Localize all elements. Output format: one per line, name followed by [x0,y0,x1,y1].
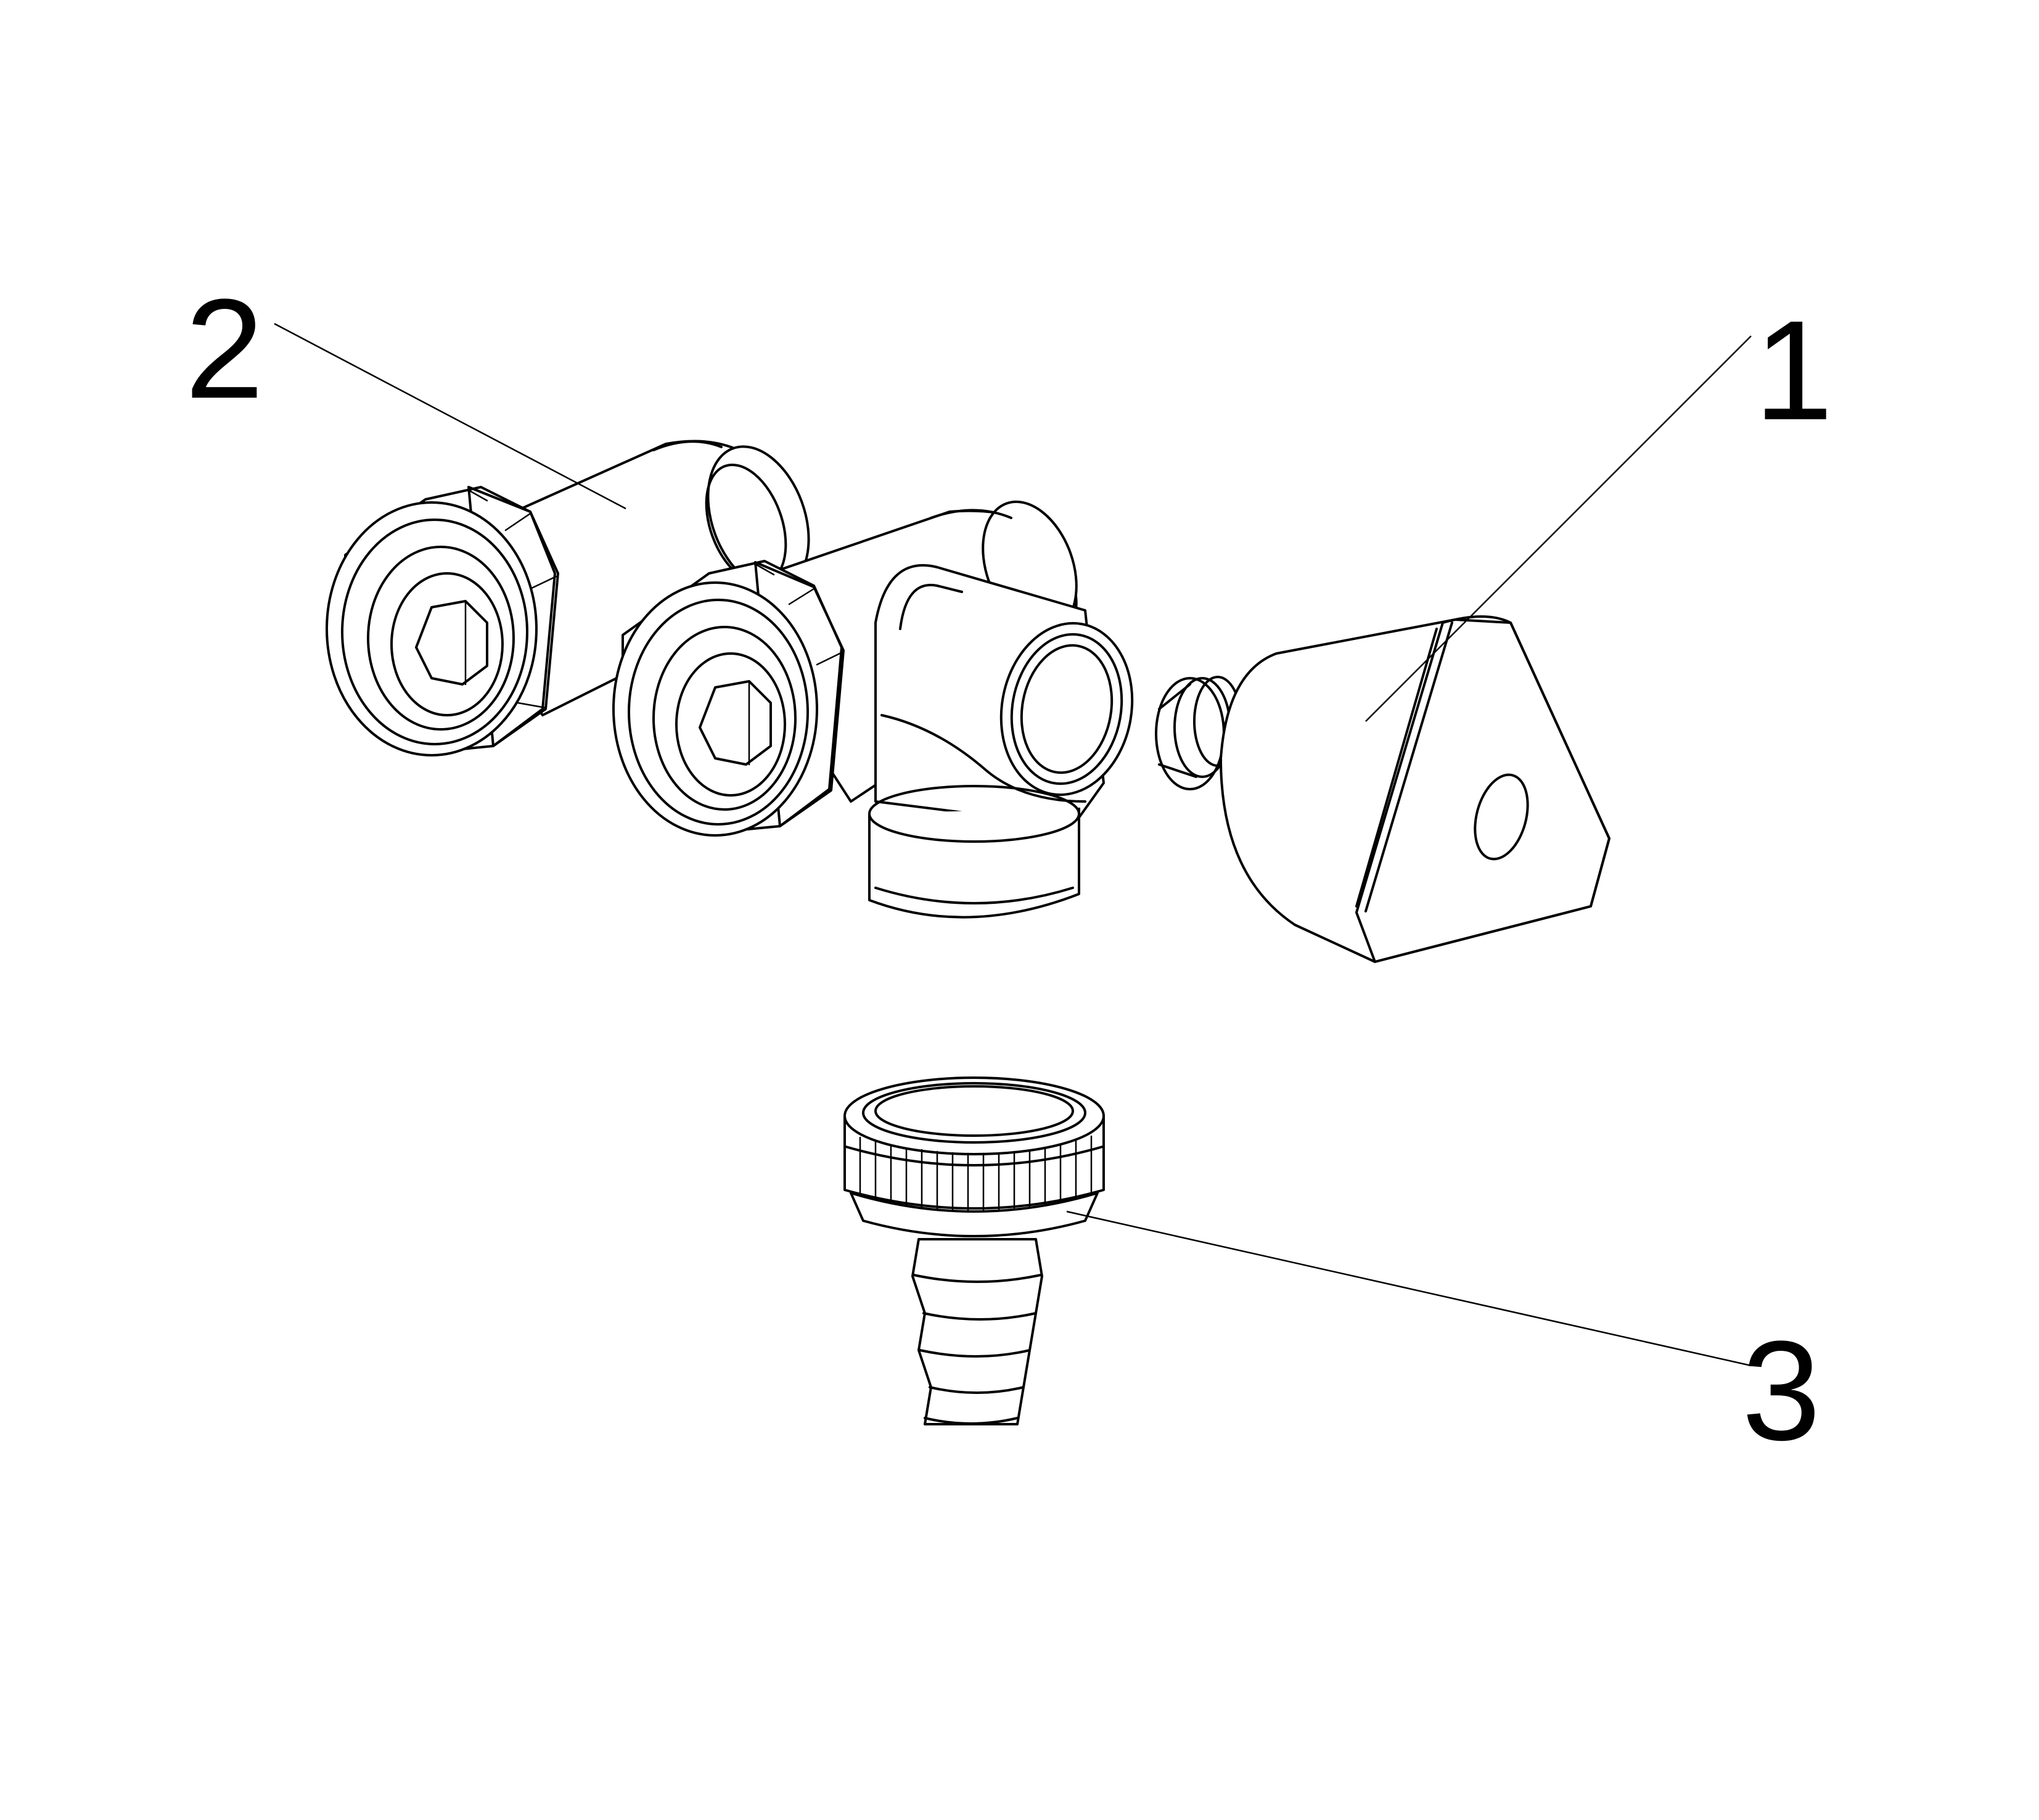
handle-cap-hole [1474,773,1529,861]
barbed-tail [911,1238,1043,1425]
valve-handle [1155,615,1610,963]
callout-3: 3 [1742,1311,1821,1470]
bottom-outlet [868,785,1080,919]
left-outlet-face [326,501,538,756]
right-outlet-face [612,581,818,837]
nozzle-collar [850,1192,1099,1237]
handle-knob [1220,618,1610,963]
knurled-coupling [843,1076,1105,1213]
valve-body-assembly [326,440,1134,919]
leader-line-1 [1365,335,1752,722]
handle-front-face [1355,615,1610,963]
callout-1: 1 [1754,291,1833,449]
hose-nozzle [843,1076,1105,1425]
spindle-port [999,621,1134,797]
leader-line-2 [274,322,626,510]
callout-2: 2 [185,269,264,428]
leader-line-3 [1066,1210,1752,1367]
